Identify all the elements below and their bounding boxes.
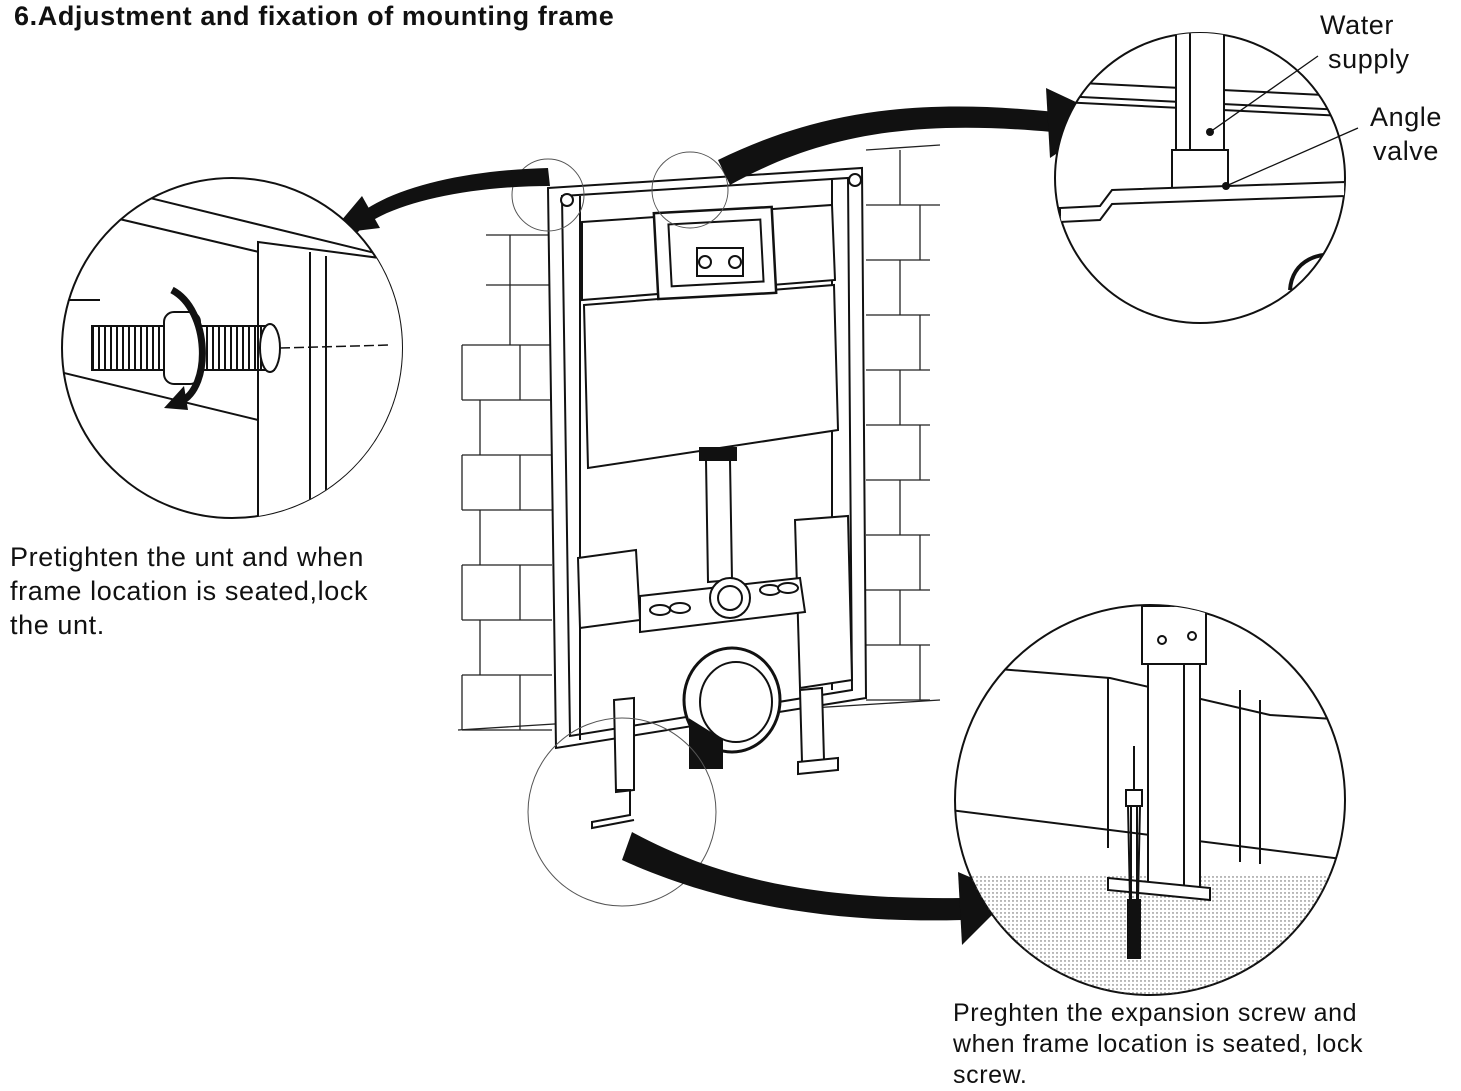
curved-arrow-icon bbox=[622, 832, 1012, 945]
curved-arrow-icon bbox=[330, 168, 550, 234]
caption-line: when frame location is seated, lock bbox=[953, 1030, 1364, 1058]
mounting-frame bbox=[546, 166, 868, 830]
caption-line: frame location is seated,lock bbox=[10, 576, 369, 606]
page-title: 6.Adjustment and fixation of mounting fr… bbox=[14, 1, 615, 31]
caption-line: screw. bbox=[953, 1061, 1028, 1089]
label-line: supply bbox=[1328, 44, 1410, 74]
caption-left: Pretighten the unt and when frame locati… bbox=[10, 540, 450, 642]
caption-line: Preghten the expansion screw and bbox=[953, 999, 1358, 1027]
caption-line: Pretighten the unt and when bbox=[10, 542, 364, 572]
detail-bottom bbox=[954, 604, 1346, 996]
label-line: valve bbox=[1372, 136, 1440, 166]
detail-left bbox=[61, 177, 403, 519]
detail-right bbox=[1054, 32, 1359, 324]
label-line: Angle bbox=[1369, 102, 1443, 132]
brick-wall bbox=[457, 144, 941, 731]
detail-markers bbox=[511, 151, 729, 907]
label-angle-valve: Angle valve bbox=[1356, 100, 1456, 168]
label-water-supply: Water supply bbox=[1320, 8, 1430, 76]
caption-line: the unt. bbox=[10, 610, 105, 640]
curved-arrow-icon bbox=[718, 88, 1110, 185]
rotation-arrow-icon bbox=[170, 286, 206, 406]
label-line: Water bbox=[1320, 10, 1395, 40]
caption-right: Preghten the expansion screw and when fr… bbox=[953, 998, 1443, 1091]
